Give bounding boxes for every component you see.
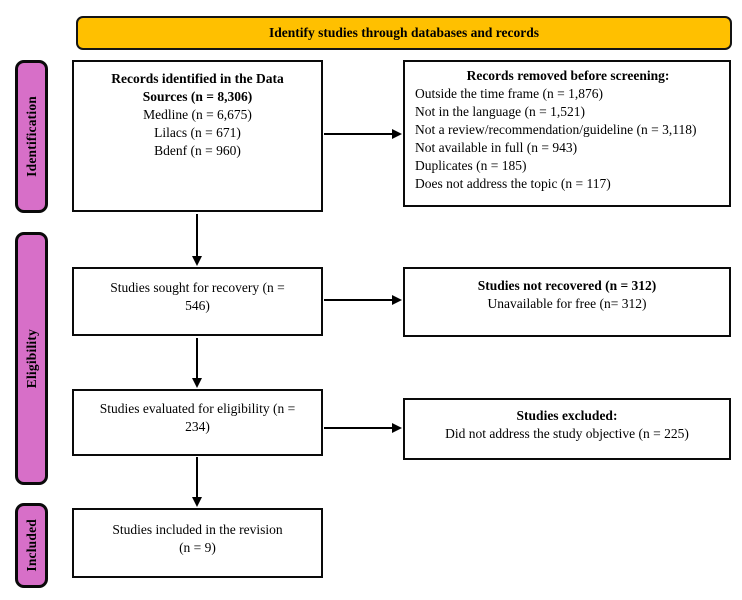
records-removed-line: Not available in full (n = 943) xyxy=(415,140,578,155)
arrow-identified-to-sought xyxy=(191,214,203,266)
arrow-head-right-icon xyxy=(392,295,402,305)
arrow-shaft xyxy=(196,457,198,498)
arrow-identified-to-removed xyxy=(324,129,402,139)
arrow-shaft xyxy=(196,338,198,379)
stage-eligibility: Eligibility xyxy=(15,232,48,485)
studies-not-recovered-heading: Studies not recovered (n = 312) xyxy=(477,278,657,293)
studies-excluded-heading: Studies excluded: xyxy=(516,408,618,423)
box-studies-evaluated: Studies evaluated for eligibility (n = 2… xyxy=(72,389,323,456)
stage-identification: Identification xyxy=(15,60,48,213)
box-studies-sought: Studies sought for recovery (n = 546) xyxy=(72,267,323,336)
studies-evaluated-text: Studies evaluated for eligibility (n = 2… xyxy=(99,401,296,434)
arrow-head-down-icon xyxy=(192,256,202,266)
arrow-evaluated-to-excluded xyxy=(324,423,402,433)
stage-identification-label: Identification xyxy=(23,96,39,177)
studies-not-recovered-line: Unavailable for free (n= 312) xyxy=(487,296,647,311)
stage-included-label: Included xyxy=(23,519,39,572)
studies-included-line: (n = 9) xyxy=(179,540,216,555)
records-removed-line: Not a review/recommendation/guideline (n… xyxy=(415,122,697,137)
arrow-shaft xyxy=(196,214,198,257)
arrow-shaft xyxy=(324,299,393,301)
box-studies-excluded: Studies excluded: Did not address the st… xyxy=(403,398,731,460)
arrow-head-down-icon xyxy=(192,497,202,507)
box-studies-not-recovered: Studies not recovered (n = 312) Unavaila… xyxy=(403,267,731,337)
box-studies-included: Studies included in the revision (n = 9) xyxy=(72,508,323,578)
studies-excluded-line: Did not address the study objective (n =… xyxy=(445,426,689,441)
studies-included-line: Studies included in the revision xyxy=(112,522,283,537)
arrow-shaft xyxy=(324,427,393,429)
records-identified-line: Bdenf (n = 960) xyxy=(154,143,241,158)
stage-eligibility-label: Eligibility xyxy=(23,328,39,389)
arrow-shaft xyxy=(324,133,393,135)
records-identified-heading: Records identified in the Data Sources (… xyxy=(111,71,284,104)
records-removed-line: Does not address the topic (n = 117) xyxy=(415,176,611,191)
records-removed-line: Duplicates (n = 185) xyxy=(415,158,527,173)
box-records-removed: Records removed before screening: Outsid… xyxy=(403,60,731,207)
arrow-sought-to-evaluated xyxy=(191,338,203,388)
arrow-head-down-icon xyxy=(192,378,202,388)
records-removed-line: Not in the language (n = 1,521) xyxy=(415,104,585,119)
studies-sought-text: Studies sought for recovery (n = 546) xyxy=(110,280,285,313)
arrow-sought-to-not-recovered xyxy=(324,295,402,305)
records-removed-heading: Records removed before screening: xyxy=(466,68,670,83)
arrow-head-right-icon xyxy=(392,423,402,433)
arrow-head-right-icon xyxy=(392,129,402,139)
box-records-identified: Records identified in the Data Sources (… xyxy=(72,60,323,212)
records-identified-line: Medline (n = 6,675) xyxy=(143,107,252,122)
banner-title: Identify studies through databases and r… xyxy=(76,16,732,50)
records-removed-line: Outside the time frame (n = 1,876) xyxy=(415,86,603,101)
records-identified-line: Lilacs (n = 671) xyxy=(154,125,241,140)
arrow-evaluated-to-included xyxy=(191,457,203,507)
stage-included: Included xyxy=(15,503,48,588)
